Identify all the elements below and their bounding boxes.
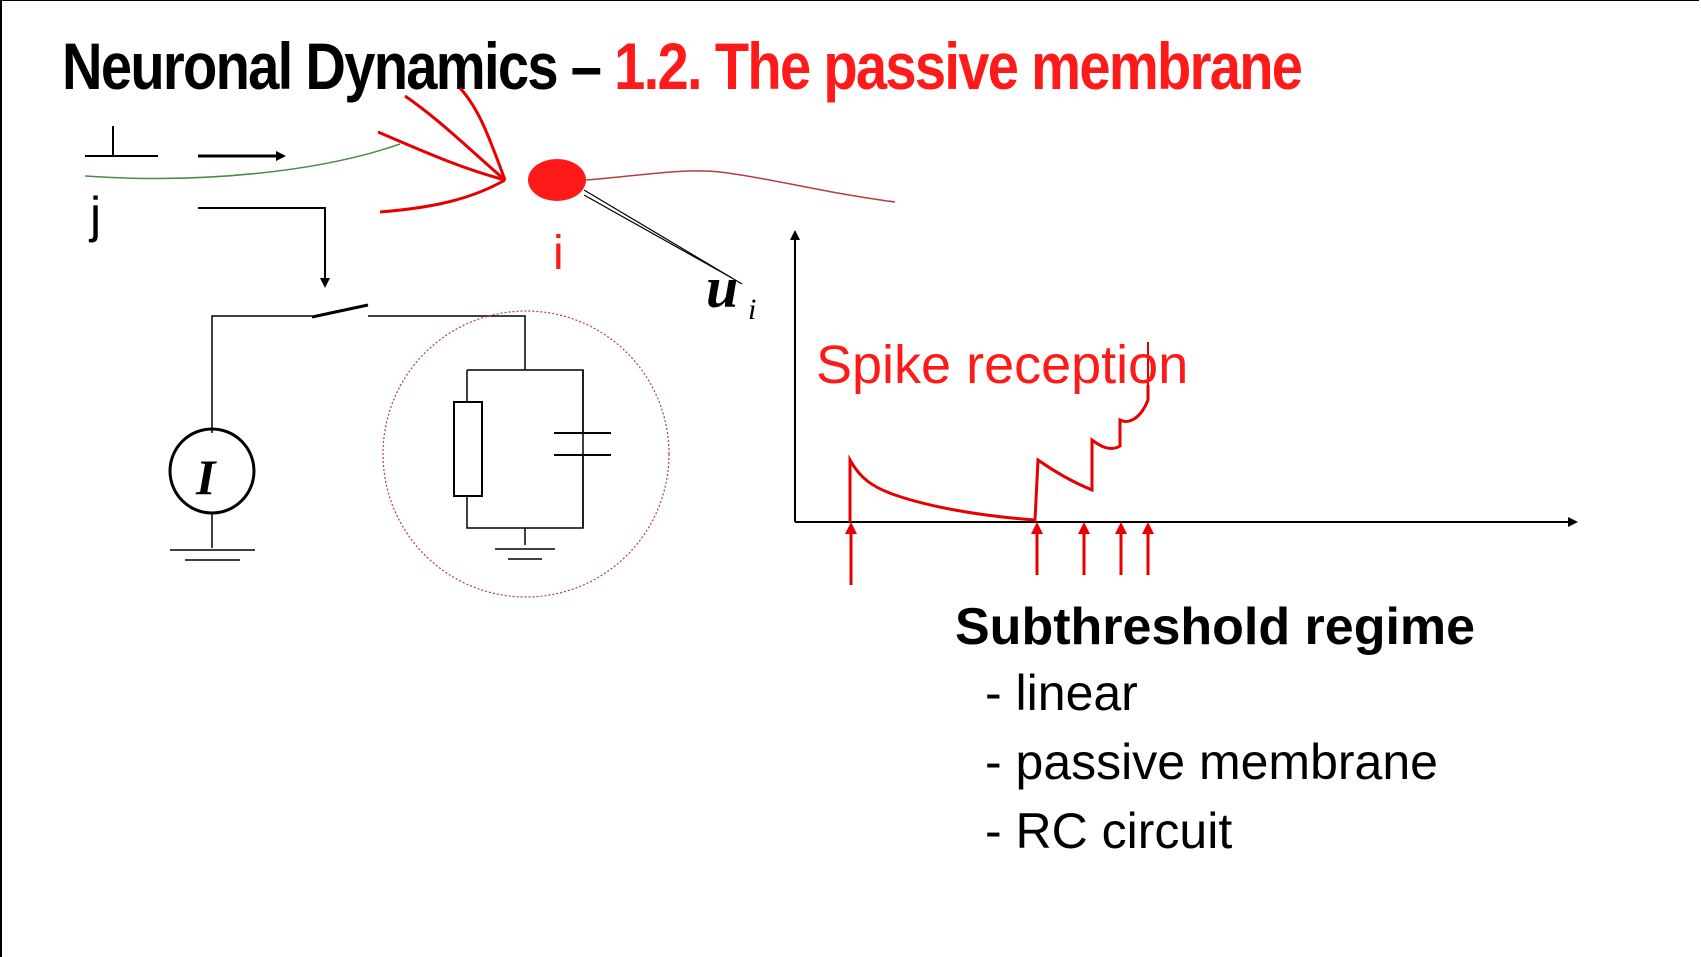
electrode-lines — [583, 189, 743, 285]
regime-title: Subthreshold regime — [955, 598, 1476, 656]
rc-circuit — [168, 303, 611, 561]
ground-symbol-source — [170, 513, 255, 561]
regime-item-linear: - linear — [985, 665, 1138, 721]
plot-axes — [790, 230, 1578, 527]
dendrites — [377, 86, 507, 214]
regime-item-rc-circuit: - RC circuit — [985, 803, 1233, 859]
spike-reception-label: Spike reception — [816, 335, 1189, 395]
switch — [311, 303, 369, 319]
current-source-label: I — [196, 449, 216, 505]
spike-arrows — [845, 522, 1154, 585]
membrane-potential-subscript: i — [748, 293, 757, 326]
membrane-outline — [382, 310, 670, 598]
resistor — [453, 401, 483, 497]
membrane-potential-label: u — [706, 255, 739, 320]
presynaptic-spike-pulse — [85, 126, 158, 157]
neuron-soma — [528, 159, 586, 201]
postsynaptic-neuron-label: i — [553, 227, 564, 280]
ground-symbol-rc — [495, 528, 555, 560]
regime-list: - linear - passive membrane - RC circuit — [955, 659, 1475, 866]
input-connection-arrow — [198, 207, 330, 288]
spike-direction-arrow — [198, 151, 286, 161]
presynaptic-axon — [84, 143, 401, 180]
presynaptic-neuron-label: j — [90, 187, 102, 243]
regime-item-passive-membrane: - passive membrane — [985, 734, 1438, 790]
title-course: Neuronal Dynamics – — [62, 29, 615, 103]
slide-title: Neuronal Dynamics – 1.2. The passive mem… — [62, 28, 1303, 104]
title-topic: 1.2. The passive membrane — [614, 29, 1303, 103]
subthreshold-regime-block: Subthreshold regime - linear - passive m… — [955, 595, 1475, 866]
membrane-potential-trace — [848, 385, 1150, 522]
capacitor — [554, 370, 611, 528]
postsynaptic-axon — [585, 170, 896, 203]
